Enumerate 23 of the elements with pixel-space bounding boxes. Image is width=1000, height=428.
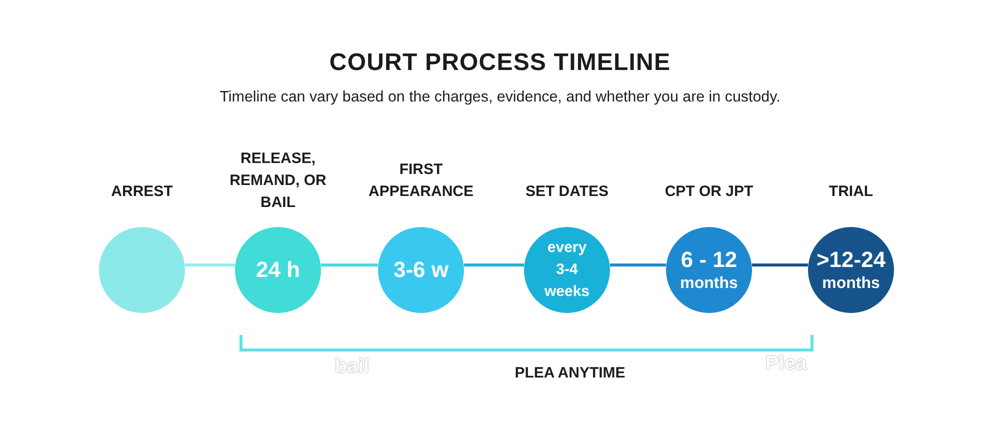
duration-text: >12-24	[816, 246, 886, 274]
connector-line	[752, 264, 808, 266]
faint-label: Plea	[765, 352, 807, 376]
duration-text: months	[822, 274, 880, 294]
duration-text: 6 - 12	[680, 246, 738, 274]
stage-heading: TRIAL	[828, 182, 874, 202]
faint-label: bail	[334, 356, 370, 378]
duration-text: 24 h	[256, 256, 300, 284]
bracket-label: PLEA ANYTIME	[514, 364, 626, 382]
stage-heading: RELEASE, REMAND, OR BAIL	[228, 149, 328, 213]
subtitle: Timeline can vary based on the charges, evidence, and whether you are in custody.	[220, 88, 780, 106]
duration-text: every 3-4 weeks	[543, 238, 591, 302]
stage-heading: ARREST	[111, 182, 173, 202]
stage-heading: FIRST APPEARANCE	[367, 160, 474, 202]
connector-line	[321, 264, 378, 266]
duration-text: months	[680, 274, 738, 294]
stage-heading: SET DATES	[525, 182, 609, 202]
stage-heading: CPT OR JPT	[664, 182, 754, 202]
connector-line	[185, 264, 235, 266]
connector-line	[464, 264, 524, 266]
connector-line	[610, 264, 666, 266]
duration-text: 3-6 w	[393, 256, 449, 284]
title: COURT PROCESS TIMELINE	[329, 49, 671, 77]
